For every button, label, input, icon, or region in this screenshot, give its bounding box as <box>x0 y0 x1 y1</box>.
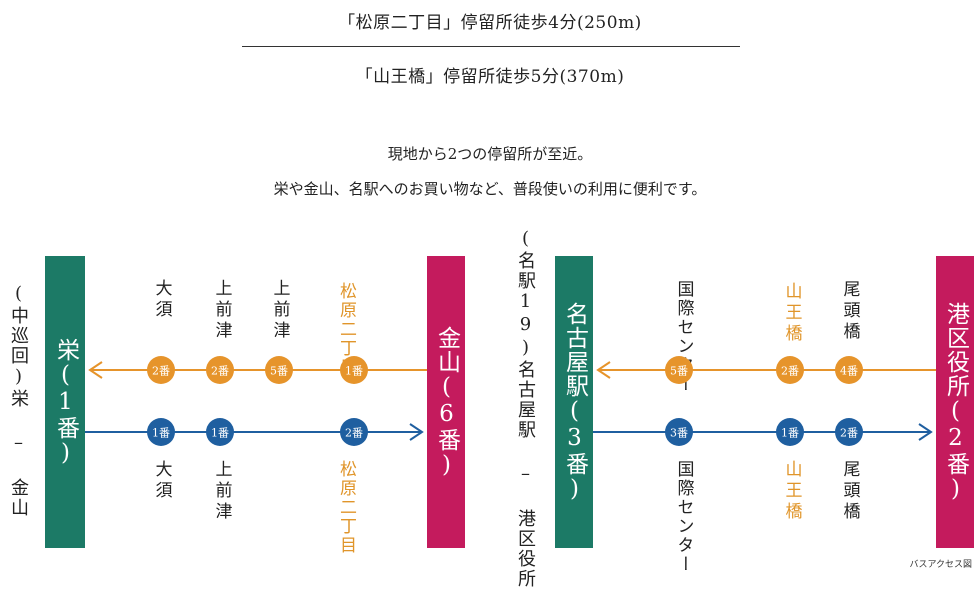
header-divider <box>242 46 740 47</box>
blue-arrowhead-left <box>409 423 424 441</box>
terminal-sakae: 栄(1番) <box>45 256 85 548</box>
svg-text:2番: 2番 <box>152 365 170 378</box>
badge-left-orange-2: 2番 <box>206 356 234 384</box>
svg-text:5番: 5番 <box>270 365 288 378</box>
stop-label-kamimaezu-top-2: 上前津 <box>269 279 290 342</box>
intro-line-2: 栄や金山、名駅へのお買い物など、普段使いの利用に便利です。 <box>273 180 707 198</box>
svg-text:1番: 1番 <box>152 427 170 440</box>
badge-right-blue-1: 3番 <box>665 418 693 446</box>
badge-right-orange-1: 5番 <box>665 356 693 384</box>
badge-left-blue-1: 1番 <box>147 418 175 446</box>
footnote: バスアクセス図 <box>909 560 972 570</box>
terminal-kanayama: 金山(6番) <box>427 256 465 548</box>
stop-label-otobashi-bottom: 尾頭橋 <box>839 460 860 523</box>
orange-arrowhead-right <box>596 361 611 379</box>
blue-arrowhead-right <box>918 423 933 441</box>
svg-text:2番: 2番 <box>345 427 363 440</box>
svg-text:1番: 1番 <box>345 365 363 378</box>
svg-text:2番: 2番 <box>211 365 229 378</box>
stop-label-sannobashi-bottom: 山王橋 <box>781 460 802 523</box>
badge-right-blue-2: 1番 <box>776 418 804 446</box>
badge-right-blue-3: 2番 <box>835 418 863 446</box>
stop-label-osu-bottom: 大須 <box>151 460 172 502</box>
badge-left-blue-3: 2番 <box>340 418 368 446</box>
route-label-left: (中巡回)栄 – 金山 <box>8 282 29 518</box>
svg-text:2番: 2番 <box>781 365 799 378</box>
svg-text:2番: 2番 <box>840 427 858 440</box>
stop-label-kamimaezu-top-1: 上前津 <box>211 279 232 342</box>
header-line-2: 「山王橋」停留所徒歩5分(370m) <box>355 67 625 87</box>
stop-label-osu-top: 大須 <box>151 279 172 321</box>
orange-arrowhead-left <box>88 361 103 379</box>
header-line-1: 「松原二丁目」停留所徒歩4分(250m) <box>338 13 642 33</box>
stop-label-sannobashi-top: 山王橋 <box>781 282 802 345</box>
badge-right-orange-2: 2番 <box>776 356 804 384</box>
terminal-minato-ward-office: 港区役所(2番) <box>936 256 974 548</box>
route-label-right: (名駅19)名古屋駅 – 港区役所 <box>515 227 536 589</box>
route-lines-svg: 2番 2番 5番 1番 1番 1番 2番 5番 2番 4番 3番 <box>85 356 936 446</box>
svg-text:1番: 1番 <box>781 427 799 440</box>
stop-label-otobashi-top: 尾頭橋 <box>839 280 860 343</box>
badge-left-orange-4: 1番 <box>340 356 368 384</box>
badge-left-blue-2: 1番 <box>206 418 234 446</box>
badge-left-orange-1: 2番 <box>147 356 175 384</box>
svg-text:5番: 5番 <box>670 365 688 378</box>
stop-label-kamimaezu-bottom: 上前津 <box>211 460 232 523</box>
svg-text:4番: 4番 <box>840 365 858 378</box>
svg-text:3番: 3番 <box>670 427 688 440</box>
svg-text:1番: 1番 <box>211 427 229 440</box>
badge-right-orange-3: 4番 <box>835 356 863 384</box>
intro-line-1: 現地から2つの停留所が至近。 <box>387 145 593 163</box>
badge-left-orange-3: 5番 <box>265 356 293 384</box>
terminal-nagoya-station: 名古屋駅(3番) <box>555 256 593 548</box>
